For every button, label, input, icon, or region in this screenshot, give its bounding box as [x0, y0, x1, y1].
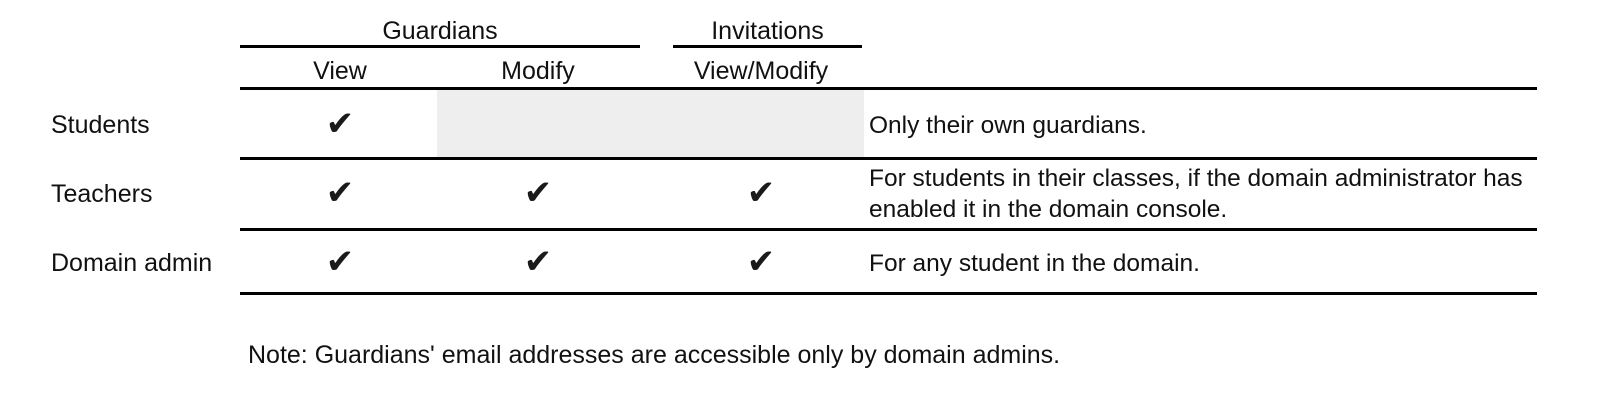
table-rule-header — [240, 87, 1537, 90]
table-rule-after-students — [240, 157, 1537, 160]
check-icon-teachers-guardians-view: ✔ — [325, 173, 355, 213]
footnote: Note: Guardians' email addresses are acc… — [248, 341, 1061, 369]
table-rule-after-teachers — [240, 228, 1537, 231]
note-domain-admin: For any student in the domain. — [869, 250, 1200, 277]
column-header-view: View — [313, 57, 367, 85]
check-icon-students-guardians-view: ✔ — [325, 104, 355, 144]
note-teachers: For students in their classes, if the do… — [869, 165, 1523, 223]
row-label-domain-admin: Domain admin — [51, 249, 213, 277]
check-icon-domain-admin-guardians-view: ✔ — [325, 242, 355, 282]
note-students: Only their own guardians. — [869, 112, 1147, 139]
check-icon-domain-admin-invitations: ✔ — [746, 242, 776, 282]
check-icon-teachers-guardians-modify: ✔ — [523, 173, 553, 213]
group-rule-guardians — [240, 45, 640, 48]
group-header-guardians: Guardians — [382, 17, 498, 45]
cell-students-modify-disabled — [437, 90, 864, 157]
group-rule-invitations — [673, 45, 862, 48]
row-label-students: Students — [51, 111, 150, 139]
column-header-view-modify: View/Modify — [693, 57, 829, 85]
column-header-modify: Modify — [501, 57, 575, 85]
check-icon-teachers-invitations: ✔ — [746, 173, 776, 213]
group-header-invitations: Invitations — [711, 17, 824, 45]
row-label-teachers: Teachers — [51, 180, 153, 208]
check-icon-domain-admin-guardians-modify: ✔ — [523, 242, 553, 282]
table-rule-bottom — [240, 292, 1537, 295]
